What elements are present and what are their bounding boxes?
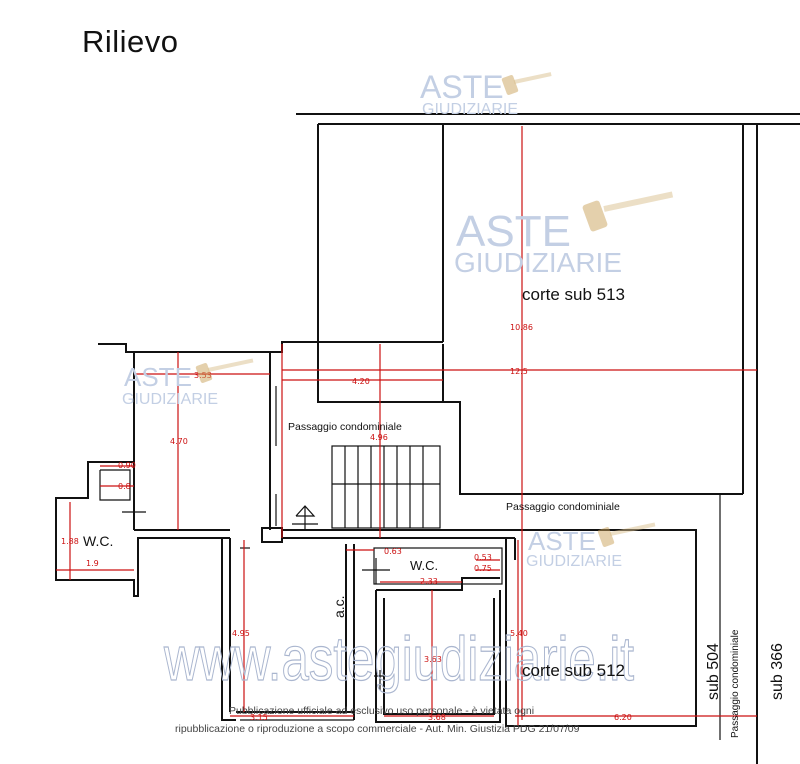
dim-4-70: 4.70 bbox=[170, 437, 188, 446]
label-passaggio-condominiale-2: Passaggio condominiale bbox=[506, 501, 620, 513]
dimension-lines bbox=[56, 126, 757, 726]
dim-1-9: 1.9 bbox=[86, 559, 99, 568]
watermark-aste-top: ASTE bbox=[420, 69, 504, 105]
notice-line-1: Pubblicazione ufficiale ad esclusivo uso… bbox=[229, 705, 534, 717]
label-passaggio-condominiale-1: Passaggio condominiale bbox=[288, 421, 402, 433]
dim-6-20: 6.20 bbox=[614, 713, 632, 722]
page-title: Rilievo bbox=[82, 24, 179, 59]
staircase bbox=[331, 445, 441, 529]
dim-2-33: 2.33 bbox=[420, 577, 438, 586]
watermark-giudiziarie-right: GIUDIZIARIE bbox=[526, 553, 622, 570]
label-wc-left: W.C. bbox=[83, 533, 113, 549]
dim-3-15: 3.15 bbox=[250, 713, 268, 722]
watermark-aste-center: ASTE bbox=[456, 207, 571, 256]
publication-notice: Pubblicazione ufficiale ad esclusivo uso… bbox=[175, 705, 580, 735]
room-labels: corte sub 513 corte sub 512 Passaggio co… bbox=[83, 285, 786, 738]
watermark-giudiziarie-center: GIUDIZIARIE bbox=[454, 247, 622, 278]
dim-3-63: 3.63 bbox=[424, 655, 442, 664]
label-ac: a.c. bbox=[331, 595, 347, 618]
label-corte-513: corte sub 513 bbox=[522, 285, 625, 304]
watermark-aste-right: ASTE bbox=[528, 526, 596, 556]
notice-line-2: ripubblicazione o riproduzione a scopo c… bbox=[175, 723, 580, 735]
watermarks: ASTE GIUDIZIARIE ASTE GIUDIZIARIE ASTE G… bbox=[122, 69, 674, 695]
watermark-website: www.astegiudiziarie.it bbox=[163, 625, 634, 694]
label-corte-512: corte sub 512 bbox=[522, 661, 625, 680]
dim-0-90: 0.90 bbox=[118, 461, 136, 470]
label-wc-center: W.C. bbox=[410, 558, 438, 573]
dim-4-95: 4.95 bbox=[232, 629, 250, 638]
watermark-giudiziarie-left: GIUDIZIARIE bbox=[122, 391, 218, 408]
label-passaggio-vertical: Passaggio condominiale bbox=[730, 629, 741, 738]
dim-10-86: 10.86 bbox=[510, 323, 533, 332]
dim-4-20: 4.20 bbox=[352, 377, 370, 386]
watermark-giudiziarie-top: GIUDIZIARIE bbox=[422, 101, 518, 118]
fixtures bbox=[122, 500, 390, 690]
label-sub-366: sub 366 bbox=[769, 643, 786, 700]
gavel-icon bbox=[501, 72, 552, 95]
dim-0-53: 0.53 bbox=[474, 553, 492, 562]
dim-3-68: 3.68 bbox=[428, 713, 446, 722]
dim-0-75: 0.75 bbox=[474, 564, 492, 573]
dim-12-5: 12.5 bbox=[510, 367, 528, 376]
dim-4-96: 4.96 bbox=[370, 433, 388, 442]
gavel-icon bbox=[582, 191, 674, 232]
watermark-aste-left: ASTE bbox=[124, 362, 192, 392]
dim-0-63: 0.63 bbox=[384, 547, 402, 556]
dim-5-40: 5.40 bbox=[510, 629, 528, 638]
dim-0-8: 0.8 bbox=[118, 482, 131, 491]
gavel-icon bbox=[195, 358, 254, 383]
label-sub-504: sub 504 bbox=[705, 643, 722, 700]
gavel-icon bbox=[597, 522, 656, 547]
dim-1-88: 1.88 bbox=[61, 537, 79, 546]
